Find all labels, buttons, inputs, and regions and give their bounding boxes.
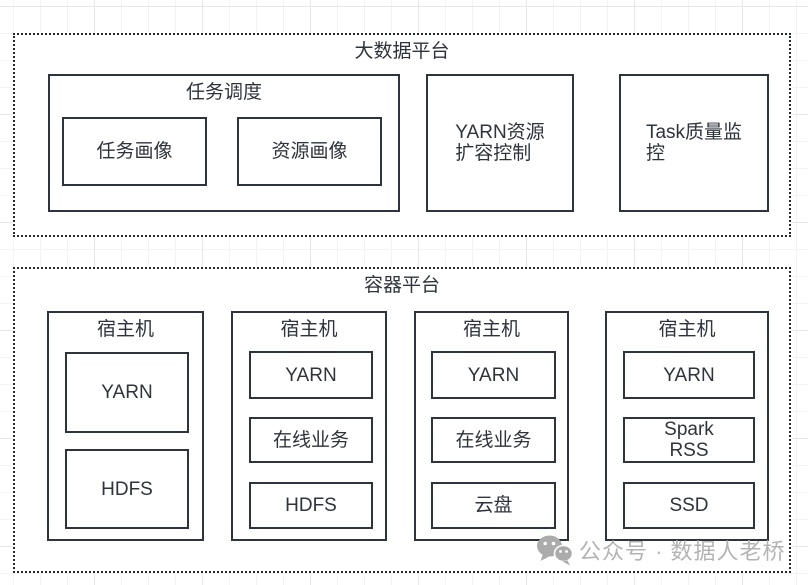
component-box-yarn: YARN [249,351,373,399]
component-box-yarn: YARN [623,351,755,399]
component-box-spark-rss: Spark RSS [623,417,755,463]
yarn-scaling-control-box: YARN资源 扩容控制 [426,74,574,212]
host-title: 宿主机 [280,319,338,340]
component-box-cloud-disk: 云盘 [431,482,556,529]
task-scheduler-group: 任务调度 任务画像 资源画像 [48,74,400,212]
watermark: 公众号 · 数据人老桥 [536,534,786,566]
task-scheduler-title: 任务调度 [185,82,262,103]
task-profile-box: 任务画像 [62,117,207,186]
component-box-online-business: 在线业务 [249,417,373,463]
host-box-3: 宿主机 YARN 在线业务 云盘 [414,311,569,541]
component-box-yarn: YARN [431,351,556,399]
big-data-platform-title: 大数据平台 [354,41,450,62]
container-platform-container: 容器平台 宿主机 YARN HDFS 宿主机 YARN 在线业务 HDFS 宿主… [13,267,791,573]
host-title: 宿主机 [96,319,154,340]
host-box-2: 宿主机 YARN 在线业务 HDFS [231,311,387,541]
component-box-hdfs: HDFS [65,449,189,529]
component-box-ssd: SSD [623,482,755,529]
component-box-hdfs: HDFS [249,482,373,529]
container-platform-title: 容器平台 [363,275,440,296]
host-title: 宿主机 [658,319,716,340]
host-title: 宿主机 [462,319,520,340]
component-box-yarn: YARN [65,352,189,433]
host-box-1: 宿主机 YARN HDFS [47,311,204,541]
watermark-text: 公众号 · 数据人老桥 [579,539,786,564]
task-quality-monitor-box: Task质量监 控 [619,74,769,212]
big-data-platform-container: 大数据平台 任务调度 任务画像 资源画像 YARN资源 扩容控制 Task质量监… [13,33,791,237]
resource-profile-box: 资源画像 [237,117,382,186]
host-box-4: 宿主机 YARN Spark RSS SSD [605,311,769,541]
component-box-online-business: 在线业务 [431,417,556,463]
wechat-icon [536,534,574,566]
